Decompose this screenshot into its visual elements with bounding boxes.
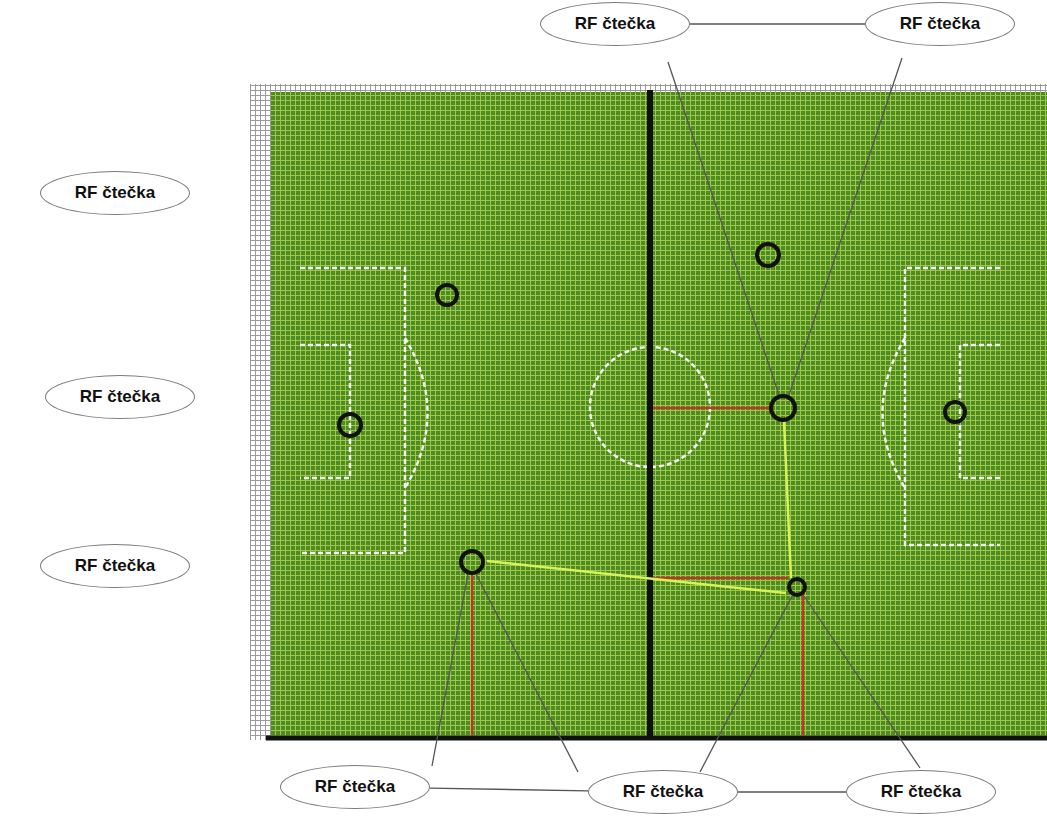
reader-link	[738, 792, 846, 793]
reader-ellipse: RF čtečka	[846, 770, 996, 814]
bottom-line	[266, 736, 1047, 741]
reader-ellipse: RF čtečka	[40, 544, 190, 588]
distance-lines	[472, 408, 803, 735]
reader-label: RF čtečka	[623, 782, 703, 802]
reader-ellipse: RF čtečka	[588, 770, 738, 814]
grid-margin	[250, 84, 1047, 740]
reader-label: RF čtečka	[900, 14, 980, 34]
reader-label: RF čtečka	[80, 387, 160, 407]
reader-label: RF čtečka	[75, 556, 155, 576]
reader-ellipse: RF čtečka	[45, 375, 195, 419]
reader-leader-lines	[432, 58, 920, 772]
reader-ellipse: RF čtečka	[540, 2, 690, 46]
reader-ellipse: RF čtečka	[280, 765, 430, 809]
reader-link	[690, 24, 865, 25]
grass-grid	[271, 92, 1047, 736]
reader-ellipse: RF čtečka	[40, 171, 190, 215]
player-tags	[339, 244, 965, 595]
reader-link	[430, 788, 588, 791]
reader-ellipse: RF čtečka	[865, 2, 1015, 46]
reader-label: RF čtečka	[575, 14, 655, 34]
link-lines	[487, 421, 791, 593]
reader-label: RF čtečka	[315, 777, 395, 797]
center-line	[647, 90, 653, 738]
reader-label: RF čtečka	[75, 183, 155, 203]
reader-label: RF čtečka	[881, 782, 961, 802]
